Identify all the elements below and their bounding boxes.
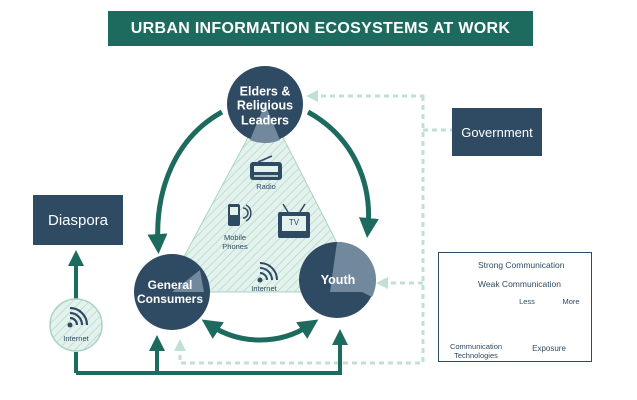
legend-exposure-label: Exposure bbox=[532, 344, 566, 353]
legend-less-label: Less bbox=[519, 297, 535, 306]
government-label: Government bbox=[461, 124, 533, 140]
youth-label: Youth bbox=[320, 272, 356, 287]
legend-weak-label: Weak Communication bbox=[478, 279, 561, 289]
strong-communication-lines bbox=[68, 250, 348, 375]
legend-more-label: More bbox=[562, 297, 580, 306]
wifi-icon bbox=[257, 262, 278, 283]
government-box: Government bbox=[452, 108, 542, 156]
internet-outer-label: Internet bbox=[63, 334, 89, 343]
legend-strong-label: Strong Communication bbox=[478, 260, 565, 270]
legend-box bbox=[438, 252, 592, 362]
diagram-title: URBAN INFORMATION ECOSYSTEMS AT WORK bbox=[108, 11, 533, 46]
wifi-icon bbox=[67, 306, 89, 328]
radio-icon bbox=[250, 155, 282, 180]
elders-node bbox=[227, 66, 303, 144]
arc-elders-to-general bbox=[147, 109, 224, 254]
mobile-phone-icon bbox=[228, 204, 252, 226]
general-consumers-label: General Consumers bbox=[136, 278, 204, 306]
arc-general-youth bbox=[201, 319, 319, 343]
diaspora-label: Diaspora bbox=[47, 211, 109, 229]
tv-screen-label: TV bbox=[288, 218, 300, 227]
tv-icon bbox=[278, 203, 310, 238]
communication-technologies-triangle bbox=[164, 102, 363, 293]
weak-line-down bbox=[174, 96, 425, 365]
youth-node bbox=[299, 241, 377, 318]
strong-line-bottom bbox=[76, 329, 348, 375]
legend-tech-label: Communication Technologies bbox=[449, 342, 503, 360]
internet-circle bbox=[49, 298, 103, 352]
strong-communication-arcs bbox=[147, 109, 379, 343]
radio-label: Radio bbox=[256, 182, 276, 191]
general-consumers-node bbox=[134, 254, 210, 330]
weak-line-to-elders bbox=[306, 90, 425, 102]
internet-label: Internet bbox=[251, 284, 277, 293]
weak-communication-lines bbox=[174, 90, 452, 365]
arc-elders-to-youth bbox=[306, 109, 379, 238]
mobile-phones-label: Mobile Phones bbox=[222, 233, 248, 251]
diaspora-box: Diaspora bbox=[33, 195, 123, 245]
elders-label: Elders & Religious Leaders bbox=[236, 84, 294, 128]
